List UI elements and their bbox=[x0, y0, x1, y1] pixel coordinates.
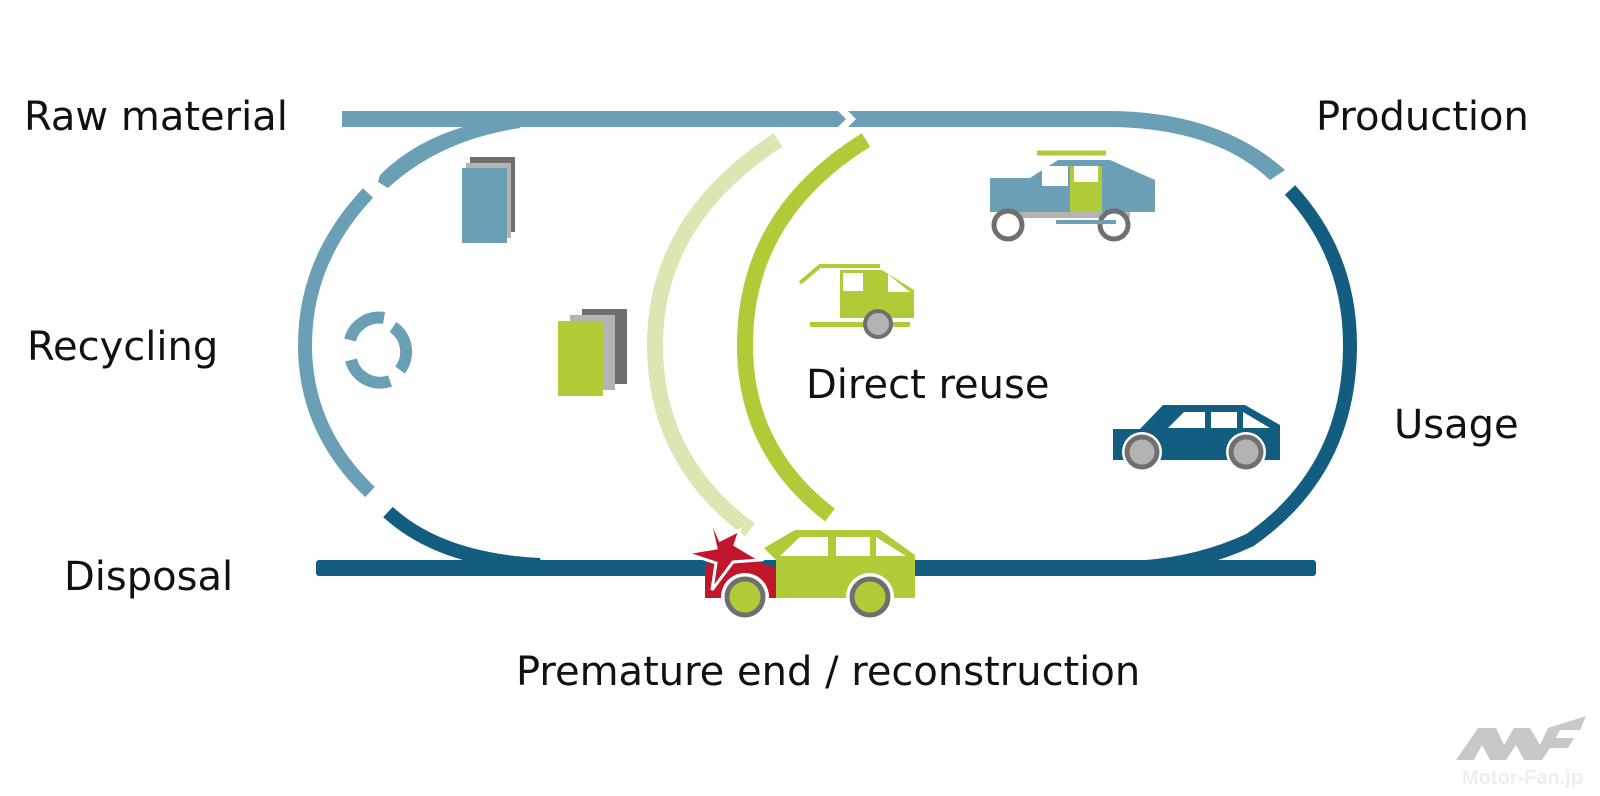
label-recycling: Recycling bbox=[27, 324, 218, 370]
top-flow-line-left bbox=[342, 111, 846, 127]
label-raw-material: Raw material bbox=[24, 94, 288, 140]
motor-fan-logo: Motor-Fan.jp bbox=[1456, 716, 1586, 789]
usage-arc bbox=[1119, 185, 1358, 575]
label-production: Production bbox=[1316, 94, 1529, 140]
direct-reuse-van-icon bbox=[798, 264, 914, 339]
usage-car-icon bbox=[1113, 405, 1280, 472]
disposal-arc bbox=[383, 506, 541, 572]
label-premature-end: Premature end / reconstruction bbox=[516, 649, 1140, 695]
label-direct-reuse: Direct reuse bbox=[806, 362, 1049, 408]
raw-material-flow bbox=[342, 111, 1285, 188]
top-flow-line-right bbox=[848, 111, 1285, 180]
recycled-material-sheets-icon bbox=[558, 309, 627, 396]
raw-material-sheets-icon bbox=[462, 157, 515, 243]
label-usage: Usage bbox=[1394, 402, 1519, 448]
recycling-arc-left bbox=[297, 188, 375, 498]
watermark-text: Motor-Fan.jp bbox=[1462, 767, 1583, 789]
label-disposal: Disposal bbox=[64, 554, 233, 600]
direct-reuse-arc bbox=[736, 133, 871, 522]
crashed-car-icon bbox=[685, 512, 915, 621]
reconstruction-arc bbox=[646, 133, 783, 537]
recycling-icon bbox=[344, 311, 413, 389]
production-car-icon bbox=[990, 150, 1155, 242]
recycling-arc-top bbox=[378, 116, 520, 188]
